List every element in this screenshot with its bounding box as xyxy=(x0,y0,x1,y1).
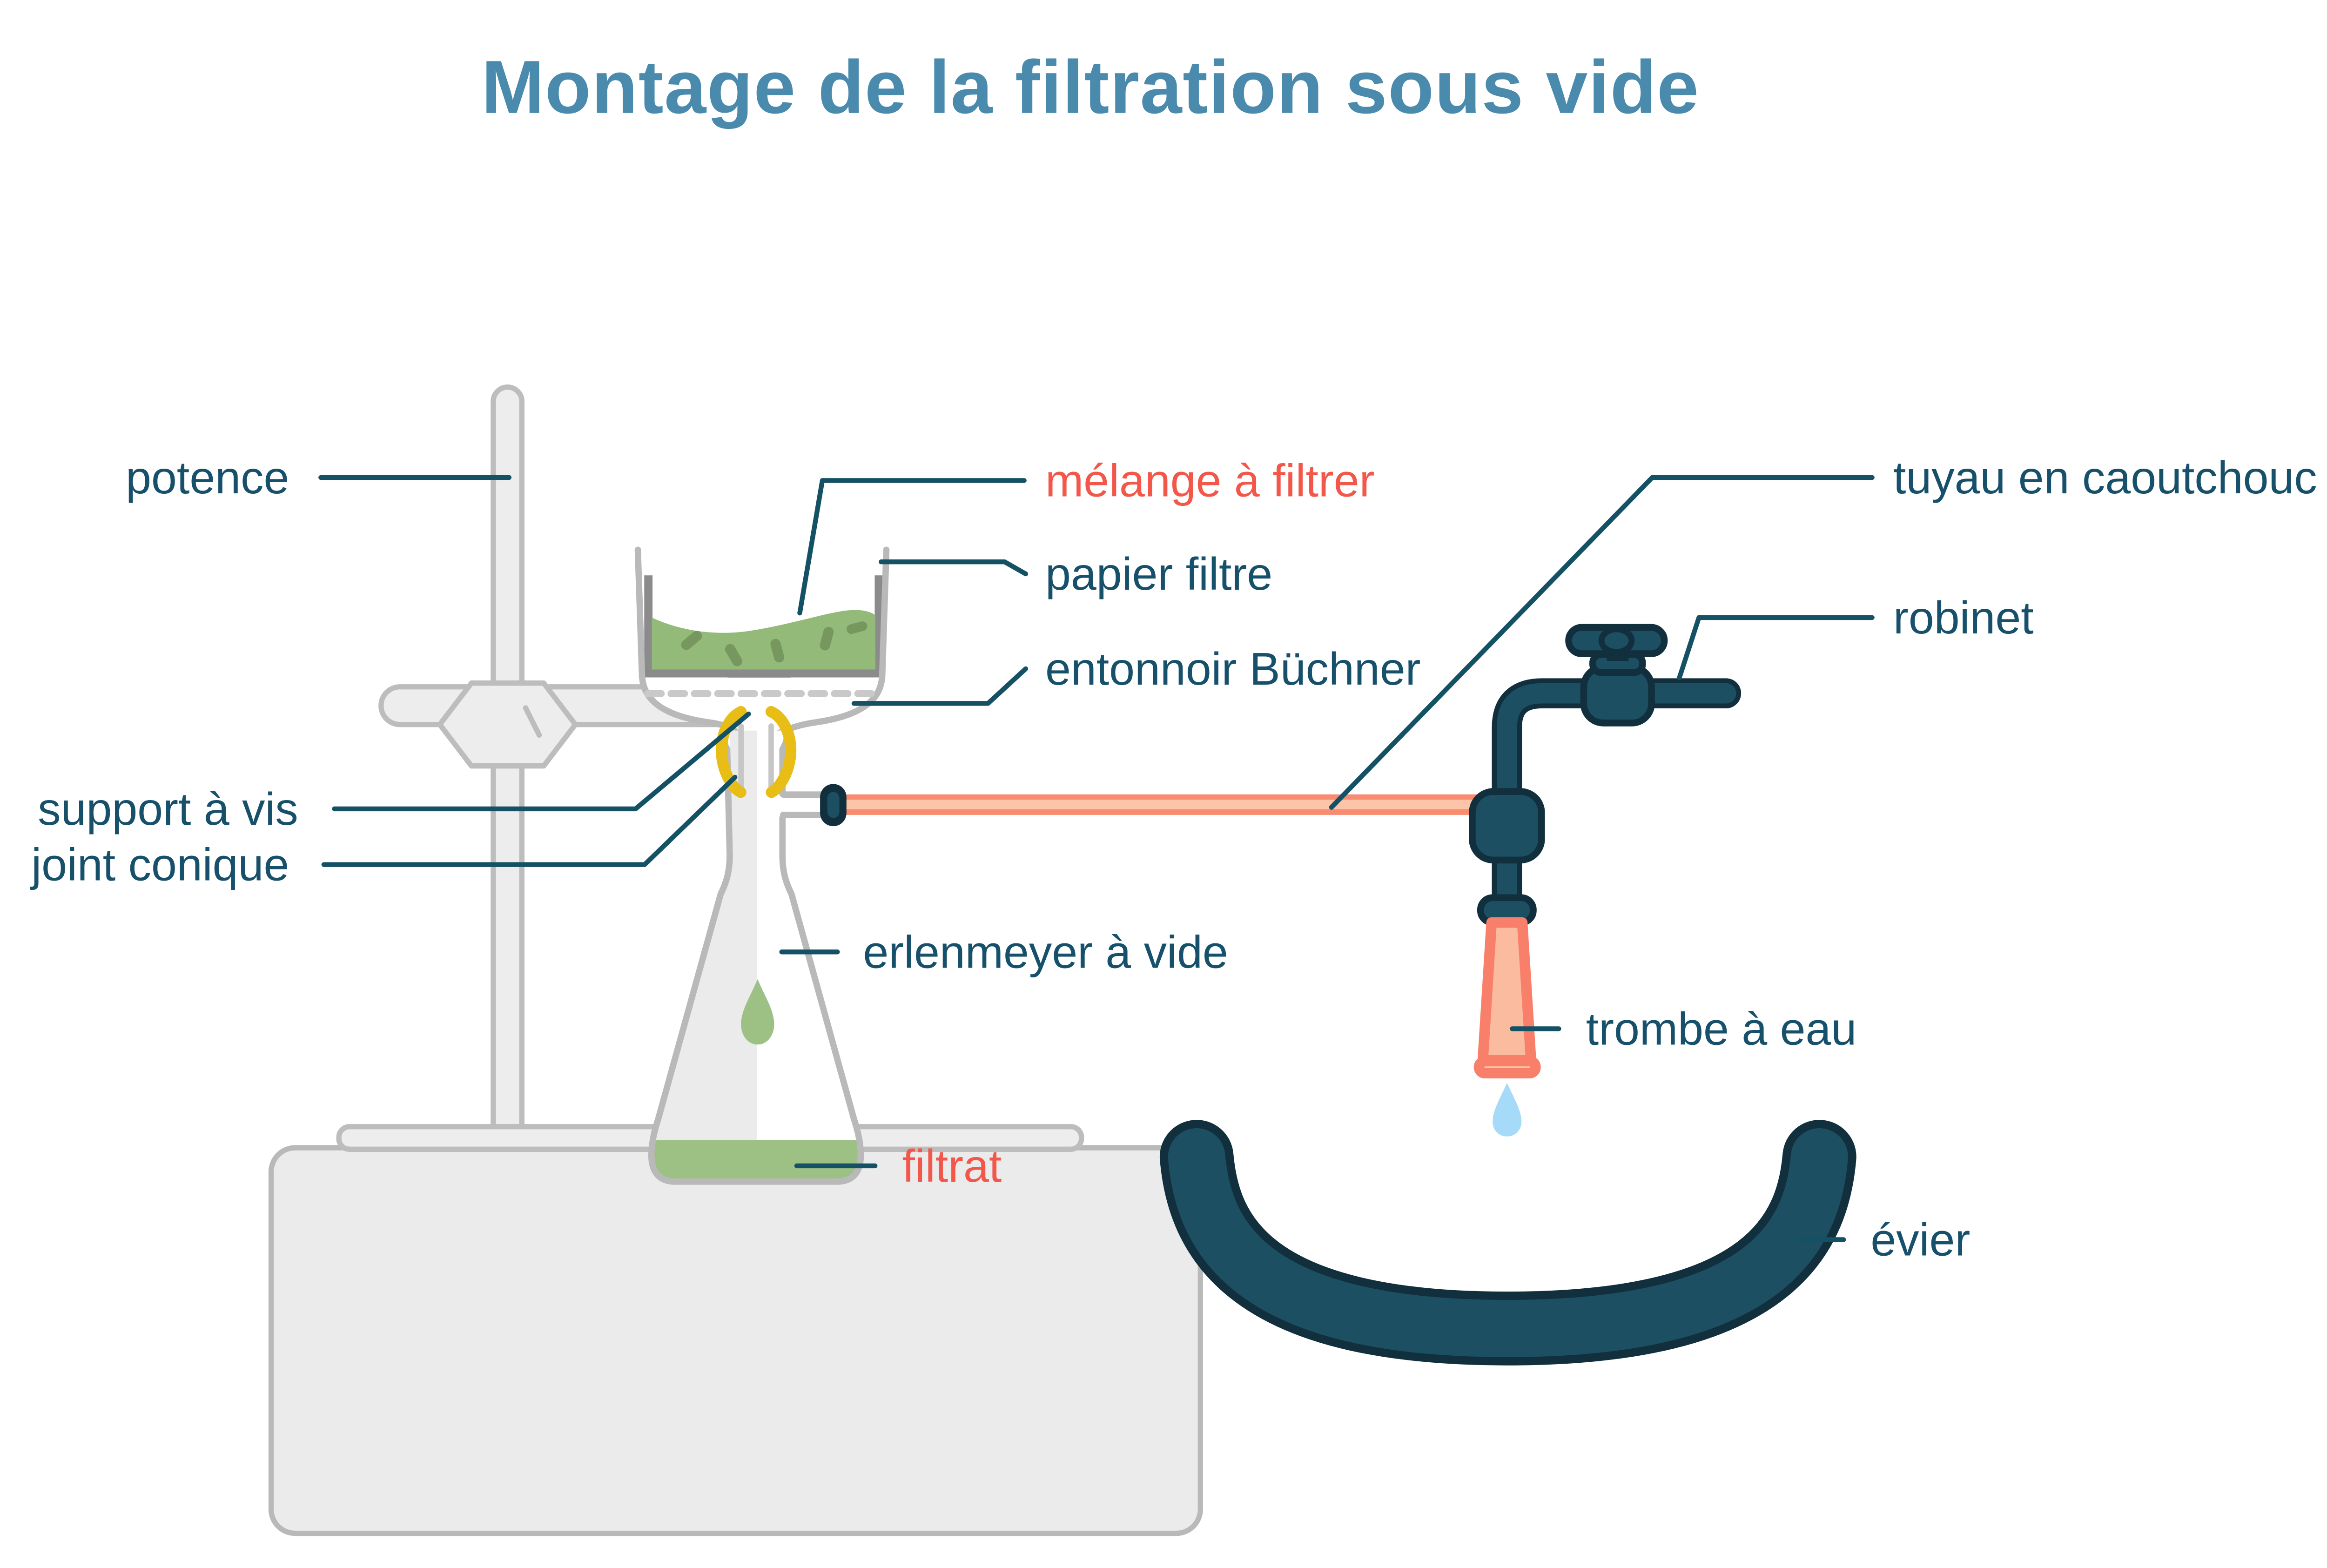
filter-paper xyxy=(644,575,883,678)
mixture-particles xyxy=(681,621,868,666)
keck-clip-left xyxy=(716,706,747,798)
label-entonnoir: entonnoir Büchner xyxy=(1045,643,1421,694)
label-erlenmeyer: erlenmeyer à vide xyxy=(863,926,1228,977)
leader-lines xyxy=(318,475,1875,1242)
buchner-funnel xyxy=(634,546,890,751)
faucet-pipe xyxy=(1497,683,1736,914)
keck-clip-right xyxy=(765,706,797,798)
mixture xyxy=(652,610,875,670)
rubber-tube xyxy=(820,784,1482,827)
aspirator-cone xyxy=(1477,917,1536,1066)
erlenmeyer-flask xyxy=(648,723,864,1185)
tube-connector-flask xyxy=(820,784,847,827)
leader-joint xyxy=(321,774,738,867)
faucet xyxy=(1469,624,1742,926)
sink xyxy=(1159,1120,1856,1366)
leader-entonnoir xyxy=(851,666,1029,706)
tube-inner xyxy=(840,800,1482,809)
table xyxy=(268,1145,1203,1536)
faucet-handle-knob xyxy=(1598,626,1635,655)
funnel-wall-right xyxy=(879,546,890,681)
keck-clips xyxy=(716,706,797,798)
filtrate xyxy=(652,1140,861,1182)
filtrate-drop xyxy=(741,979,774,1045)
labels: potence mélange à filtrer papier filtre … xyxy=(30,452,2317,1265)
label-potence: potence xyxy=(126,452,289,503)
label-robinet: robinet xyxy=(1893,592,2034,643)
water-aspirator xyxy=(1473,917,1541,1137)
funnel-wall-left xyxy=(634,546,646,681)
label-papier: papier filtre xyxy=(1045,548,1272,599)
water-drop xyxy=(1493,1083,1522,1137)
label-trombe: trombe à eau xyxy=(1586,1003,1857,1054)
label-joint: joint conique xyxy=(30,839,289,890)
label-melange: mélange à filtrer xyxy=(1045,455,1375,506)
sink-basin xyxy=(1168,1128,1848,1357)
leader-support xyxy=(332,711,751,812)
leader-tuyau xyxy=(1329,475,1875,810)
label-support: support à vis xyxy=(38,783,298,834)
side-arm-bore xyxy=(781,797,824,812)
stand-knob-mark xyxy=(523,705,542,738)
label-tuyau: tuyau en caoutchouc xyxy=(1893,452,2317,503)
leader-melange xyxy=(797,478,1027,616)
label-filtrat: filtrat xyxy=(902,1140,1002,1191)
page-title: Montage de la filtration sous vide xyxy=(481,46,1699,129)
stand-knob xyxy=(437,680,578,769)
tube-connector-faucet xyxy=(1469,788,1545,864)
leader-papier xyxy=(879,559,1029,577)
flask-outline xyxy=(648,725,864,1185)
aspirator-foot xyxy=(1473,1056,1541,1079)
leader-robinet xyxy=(1677,615,1875,680)
label-evier: évier xyxy=(1870,1214,1970,1265)
